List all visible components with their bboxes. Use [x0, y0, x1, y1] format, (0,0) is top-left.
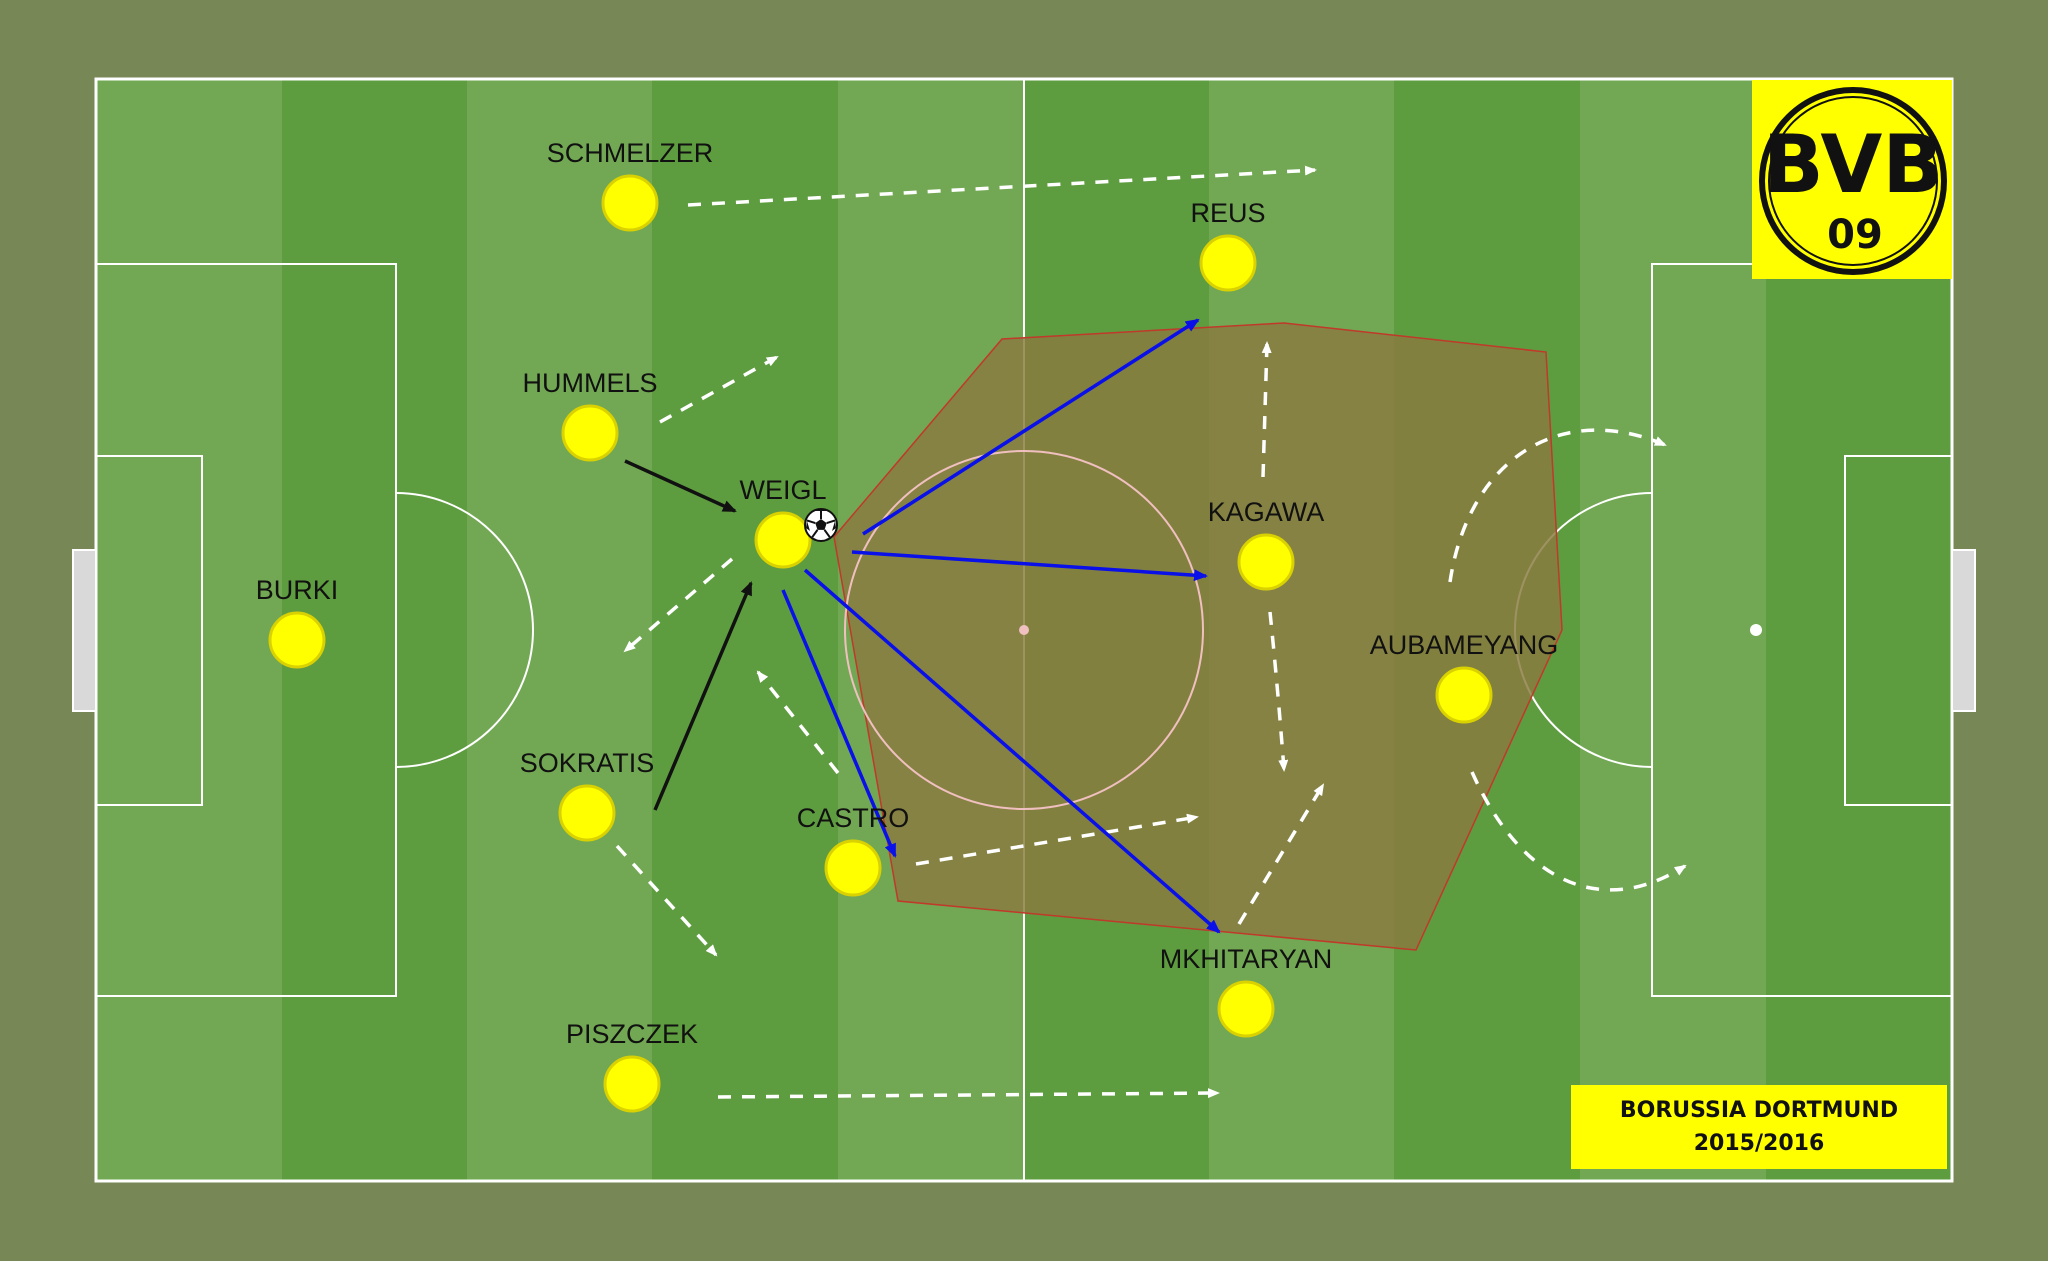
overload-zone [833, 322, 1563, 951]
team-caption: BORUSSIA DORTMUND 2015/2016 [1571, 1085, 1947, 1169]
run-arrow-kagawa-down [1268, 611, 1289, 772]
player-marker [558, 784, 616, 842]
pass-arrow-reus [862, 318, 1200, 536]
player-name: WEIGL [739, 475, 826, 505]
player-name: BURKI [256, 575, 339, 605]
run-arrow-piszczek [717, 1088, 1220, 1099]
pitch-stripe [96, 79, 282, 1181]
player-weigl: WEIGL [739, 475, 827, 569]
player-marker [603, 1055, 661, 1113]
player-name: PISZCZEK [566, 1019, 698, 1049]
player-marker [824, 839, 882, 897]
pass-arrow-mkhitaryan [803, 568, 1221, 934]
bvb-crest-icon: BVB 09 [1752, 80, 1952, 279]
run-arrow-aubameyang-high [1448, 428, 1667, 583]
support-arrow-hummels [624, 459, 737, 513]
players-layer: BURKI SCHMELZER HUMMELS SOKRATIS PISZCZEK WEI… [256, 138, 1559, 1113]
left-penalty-arc [395, 492, 534, 768]
run-arrow-schmelzer [687, 165, 1317, 207]
player-marker [561, 404, 619, 462]
run-arrows [615, 165, 1687, 1099]
left-goal [72, 549, 97, 712]
badge-top-text: BVB [1763, 118, 1944, 211]
badge-bottom-text: 09 [1827, 212, 1883, 258]
player-sokratis: SOKRATIS [520, 748, 655, 842]
player-marker [754, 511, 812, 569]
run-arrow-sokratis [615, 844, 718, 957]
player-piszczek: PISZCZEK [566, 1019, 698, 1113]
player-schmelzer: SCHMELZER [547, 138, 714, 232]
player-name: HUMMELS [522, 368, 657, 398]
pitch-stripe [652, 79, 838, 1181]
player-name: REUS [1190, 198, 1265, 228]
pass-arrows [781, 318, 1221, 934]
support-arrows [624, 459, 753, 811]
player-name: CASTRO [797, 803, 910, 833]
player-hummels: HUMMELS [522, 368, 658, 462]
player-reus: REUS [1190, 198, 1266, 292]
player-kagawa: KAGAWA [1208, 497, 1325, 591]
player-name: AUBAMEYANG [1370, 630, 1559, 660]
player-marker [1237, 533, 1295, 591]
player-marker [1435, 666, 1493, 724]
player-name: KAGAWA [1208, 497, 1325, 527]
run-arrow-aubameyang-low [1470, 771, 1687, 892]
pass-arrow-castro [781, 589, 897, 858]
pitch-stripe [1580, 79, 1766, 1181]
player-marker [1217, 980, 1275, 1038]
caption-club: BORUSSIA DORTMUND [1619, 1098, 1899, 1123]
player-name: SCHMELZER [547, 138, 714, 168]
player-marker [1199, 234, 1257, 292]
player-name: MKHITARYAN [1160, 944, 1333, 974]
support-arrow-sokratis [653, 581, 753, 811]
soccer-ball-icon [804, 508, 838, 542]
player-name: SOKRATIS [520, 748, 655, 778]
pitch-stripe [467, 79, 652, 1181]
run-arrow-mkhitaryan [1237, 783, 1325, 925]
right-penalty-spot [1750, 624, 1762, 636]
centre-spot [1019, 625, 1029, 635]
run-arrow-castro-back [756, 670, 840, 775]
pass-arrow-kagawa [851, 550, 1208, 582]
player-marker [268, 611, 326, 669]
player-castro: CASTRO [797, 803, 910, 897]
centre-circle [844, 450, 1204, 810]
player-burki: BURKI [256, 575, 339, 669]
caption-season: 2015/2016 [1693, 1131, 1825, 1156]
player-mkhitaryan: MKHITARYAN [1160, 944, 1333, 1038]
player-marker [601, 174, 659, 232]
player-aubameyang: AUBAMEYANG [1370, 630, 1559, 724]
right-goal [1951, 549, 1976, 712]
